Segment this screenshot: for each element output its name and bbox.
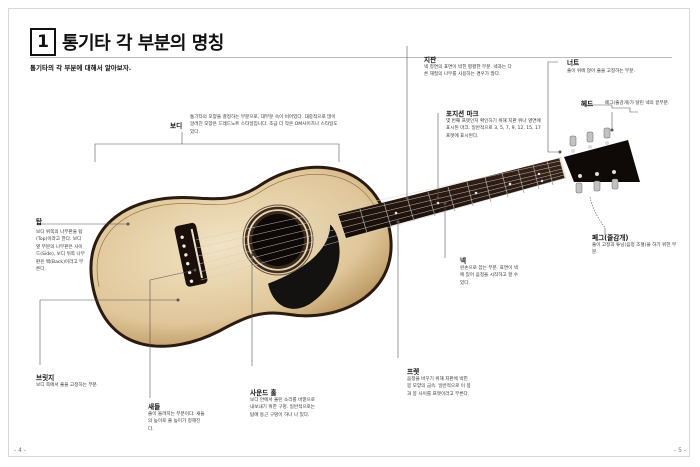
title-divider — [30, 57, 672, 58]
strings — [195, 160, 566, 281]
label-sound-hole: 사운드 홀 — [250, 389, 277, 397]
desc-body: 통기타의 모양을 결정하는 부분으로, 대부분 속이 비어있다. 대중적으로 많… — [190, 115, 338, 135]
label-head: 헤드 — [581, 100, 594, 108]
desc-head: 페그(줄감개)가 달린 넥의 끝부분. — [605, 101, 670, 106]
label-nut: 너트 — [567, 59, 580, 67]
label-fret: 프렛 — [407, 368, 420, 376]
desc-peg: 줄이 고정과 튜닝(음정 조절)을 하기 위한 부분. — [592, 243, 677, 256]
desc-nut: 줄이 위에 얹어 줄을 고정하는 부분. — [567, 69, 635, 74]
label-top: 탑 — [36, 218, 43, 226]
intro-text: 통기타의 각 부분에 대해서 알아보자. — [30, 64, 132, 72]
page-number-left: - 4 - — [14, 447, 26, 454]
label-position-mark: 포지션 마크 — [446, 110, 479, 118]
desc-neck: 왼손으로 잡는 부분. 표면이 넥에 있어 음정을 시작하고 할 수 있다. — [460, 266, 519, 286]
headstock — [564, 140, 640, 182]
label-saddle: 새들 — [148, 403, 161, 411]
frets — [359, 160, 554, 234]
desc-fret: 음정을 바꾸기 위해 지판에 박힌 봉 모양의 금속. 일반적으로 이 봉과 봉… — [407, 377, 471, 397]
label-neck: 넥 — [460, 257, 467, 265]
label-peg: 페그(줄감개) — [592, 234, 629, 242]
guitar-body — [89, 165, 393, 348]
desc-sound-hole: 보디 안에서 울린 소리를 바깥으로 내보내기 위한 구멍. 일반적으로는 탑에… — [250, 398, 316, 418]
label-fingerboard: 지판 — [424, 56, 437, 64]
label-body: 보디 — [170, 122, 183, 130]
label-bridge: 브릿지 — [36, 374, 55, 382]
page-title: 통기타 각 부분의 명칭 — [62, 33, 224, 54]
desc-saddle: 줄이 올려지는 부분이다. 새들의 높이로 줄 높이가 정해진다. — [148, 412, 205, 432]
chapter-number: 1 — [30, 28, 56, 56]
page-number-right: - 5 - — [674, 447, 686, 454]
tuners — [569, 127, 619, 194]
desc-position-mark: 몇 번째 프렛인지 확인하기 위해 지판 위나 옆면에 표시된 마크. 일반적으… — [446, 119, 541, 139]
nut — [558, 156, 568, 180]
desc-fingerboard: 넥 정면의 표면이 박힌 평평한 부분. 넥과는 다른 재질의 나무를 사용하는… — [424, 65, 512, 78]
callout-lines — [36, 46, 638, 398]
neck — [338, 158, 566, 238]
bridge — [174, 222, 208, 287]
desc-bridge: 보디 쪽에서 줄을 고정하는 부분. — [36, 383, 99, 388]
desc-top: 보디 위쪽의 나무판을 탑(Top)이라고 한다. 보디 옆 부분의 나무판은 … — [36, 230, 85, 273]
page-border — [8, 8, 690, 457]
